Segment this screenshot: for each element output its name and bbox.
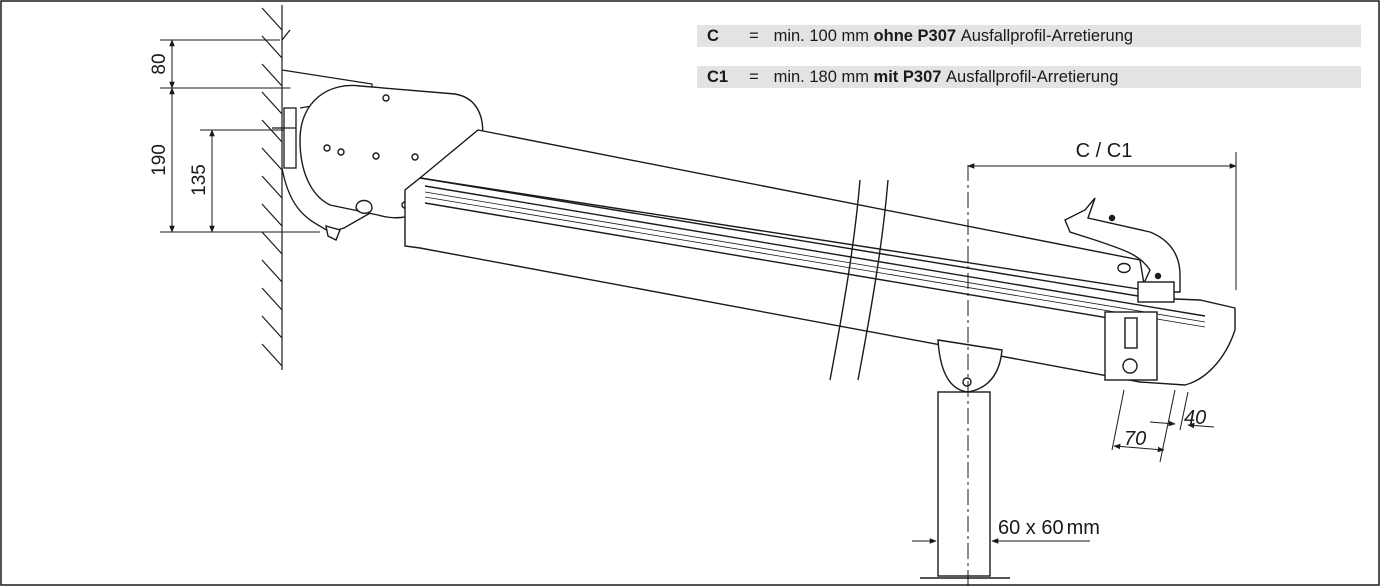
wall bbox=[261, 5, 283, 370]
legend-condition: mit P307 bbox=[873, 67, 942, 86]
break-line bbox=[829, 179, 889, 381]
dimension-80: 80 bbox=[149, 53, 170, 74]
dimension-c-c1: C / C1 bbox=[1076, 140, 1133, 162]
dimension-135: 135 bbox=[189, 164, 210, 196]
c-c1-dimension bbox=[967, 152, 1237, 290]
legend-min-value: min. 100 mm bbox=[773, 26, 869, 45]
dimension-40: 40 bbox=[1184, 407, 1206, 429]
legend-description: Ausfallprofil-Arretierung bbox=[946, 67, 1119, 86]
legend-row-c1: C1 = min. 180 mm mit P307 Ausfallprofil-… bbox=[697, 66, 1361, 88]
legend-min-value: min. 180 mm bbox=[773, 67, 869, 86]
offset-dimensions bbox=[1111, 389, 1215, 463]
dimension-70: 70 bbox=[1124, 428, 1146, 450]
legend-condition: ohne P307 bbox=[873, 26, 957, 45]
legend-symbol: C bbox=[707, 26, 719, 45]
post-mount-plate bbox=[1104, 311, 1158, 381]
legend-equals: = bbox=[749, 67, 759, 86]
legend-row-c: C = min. 100 mm ohne P307 Ausfallprofil-… bbox=[697, 25, 1361, 47]
legend-equals: = bbox=[749, 26, 759, 45]
legend-symbol: C1 bbox=[707, 67, 729, 86]
legend-description: Ausfallprofil-Arretierung bbox=[960, 26, 1134, 45]
profile-lock-clip bbox=[1064, 197, 1181, 303]
awning-arm bbox=[404, 129, 1236, 386]
support-post bbox=[920, 339, 1010, 579]
dimension-190: 190 bbox=[149, 144, 170, 176]
